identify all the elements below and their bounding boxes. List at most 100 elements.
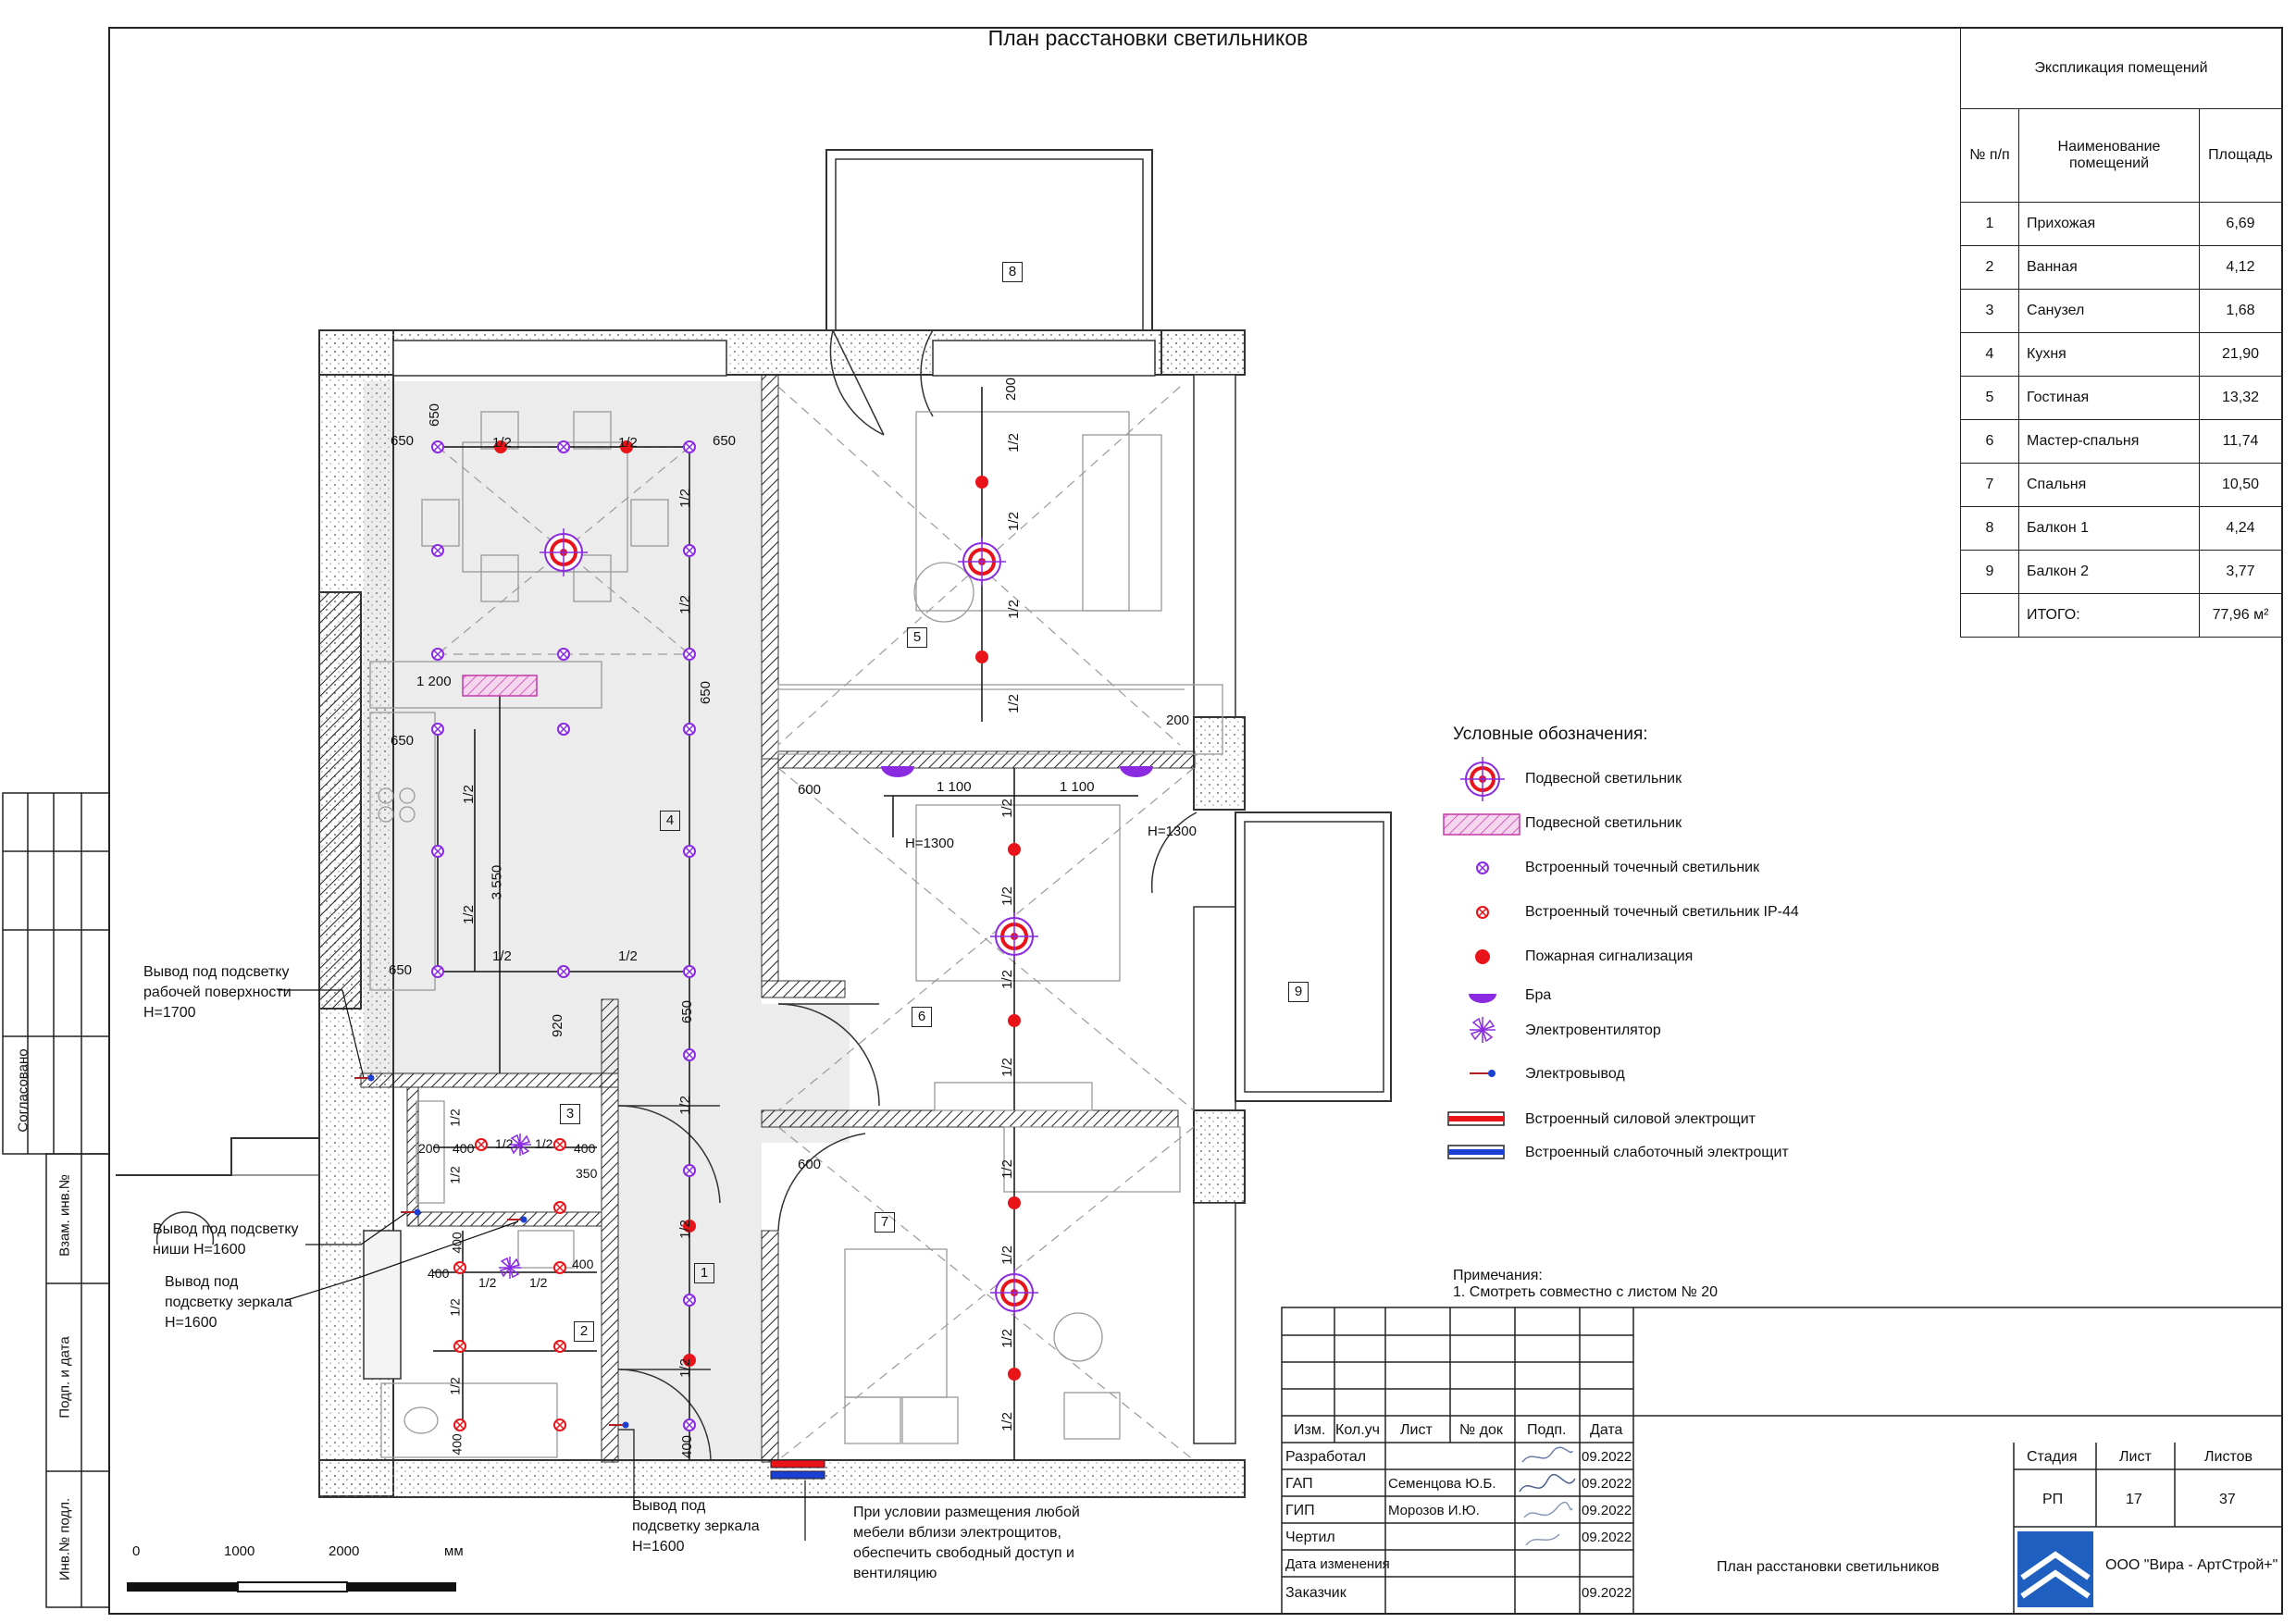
stamp-h-izm: Изм. <box>1294 1422 1326 1438</box>
electrical-outlet-icon <box>622 1421 629 1429</box>
scale-tick-2000: 2000 <box>329 1543 360 1559</box>
recessed-spot-icon <box>431 544 444 557</box>
dim-text: 650 <box>427 403 443 427</box>
fire-alarm-icon <box>683 1220 696 1233</box>
recessed-spot-ip44-icon <box>553 1138 566 1151</box>
recessed-spot-ip44-icon <box>453 1261 466 1274</box>
fire-alarm-icon <box>975 476 988 489</box>
stamp-name: Семенцова Ю.Б. <box>1388 1476 1496 1492</box>
recessed-spot-icon <box>557 648 570 661</box>
legend-item-label: Встроенный точечный светильник <box>1525 860 1760 875</box>
dim-text: 650 <box>391 433 415 449</box>
row-num: 9 <box>1960 550 2019 594</box>
dim-text: 400 <box>572 1257 594 1271</box>
stamp-stage: РП <box>2042 1492 2064 1507</box>
legend-item-label: Бра <box>1525 987 1552 1003</box>
stamp-h-kol: Кол.уч <box>1335 1422 1380 1438</box>
dim-text: 650 <box>391 733 415 749</box>
row-name: Гостиная <box>2018 376 2200 420</box>
dim-text: 1 200 <box>416 674 452 689</box>
recessed-spot-icon <box>683 1048 696 1061</box>
exhaust-fan-icon <box>1470 1017 1496 1043</box>
recessed-spot-ip44-icon <box>553 1419 566 1431</box>
pendant-lamp-icon <box>990 912 1038 960</box>
row-area: 1,68 <box>2199 289 2282 333</box>
stamp-h-podp: Подп. <box>1527 1422 1567 1438</box>
dim-text: 1/2 <box>999 1245 1015 1265</box>
row-area: 6,69 <box>2199 202 2282 246</box>
legend-icons <box>1443 757 1520 1159</box>
window-east-1 <box>1193 374 1236 718</box>
legend-item-label: Встроенный силовой электрощит <box>1525 1111 1756 1127</box>
dim-text: 1/2 <box>676 1358 693 1378</box>
explication-caption: Экспликация помещений <box>1960 28 2282 109</box>
room-tag-7: 7 <box>875 1212 895 1233</box>
col-name: Наименование помещений <box>2018 108 2200 203</box>
fire-alarm-icon <box>1008 843 1021 856</box>
dim-text: 1/2 <box>447 1298 463 1317</box>
dim-text: 1 100 <box>937 779 972 795</box>
scale-tick-1000: 1000 <box>224 1543 255 1559</box>
dim-text: 1/2 <box>478 1275 497 1290</box>
col-num: № п/п <box>1960 108 2019 203</box>
pendant-lamp-icon <box>1460 757 1505 801</box>
dim-text: 3 550 <box>489 864 505 900</box>
stamp-date: 09.2022 <box>1582 1476 1632 1492</box>
dim-text: 1/2 <box>999 1159 1015 1179</box>
signatures <box>1519 1446 1576 1546</box>
pendant-linear-lamp-icon <box>1443 813 1520 836</box>
row-name: Балкон 2 <box>2018 550 2200 594</box>
dim-text: 1/2 <box>1005 600 1022 619</box>
company-logo <box>2017 1531 2093 1607</box>
fire-alarm-icon <box>1008 1368 1021 1381</box>
notes: Примечания: 1. Смотреть совместно с лист… <box>1453 1266 1718 1303</box>
page-title: План расстановки светильников <box>987 26 1309 50</box>
fire-alarm-icon <box>1008 1196 1021 1209</box>
dim-text: 1/2 <box>492 435 512 451</box>
stamp-sheets: 37 <box>2219 1492 2236 1507</box>
recessed-spot-icon <box>683 1164 696 1177</box>
recessed-spot-icon <box>683 1294 696 1307</box>
dim-text: 1/2 <box>676 1220 693 1239</box>
dim-text: 400 <box>428 1266 450 1281</box>
row-num: 6 <box>1960 419 2019 464</box>
dim-text: 1/2 <box>999 799 1015 818</box>
fire-alarm-icon <box>1008 1014 1021 1027</box>
row-area: 3,77 <box>2199 550 2282 594</box>
total-area: 77,96 м² <box>2199 593 2282 638</box>
recessed-spot-icon <box>557 440 570 453</box>
stamp-stage-header: Стадия <box>2027 1449 2078 1465</box>
recessed-spot-icon <box>431 845 444 858</box>
stamp-date: 09.2022 <box>1582 1585 1632 1601</box>
room-tag-4: 4 <box>660 811 680 831</box>
row-area: 21,90 <box>2199 332 2282 377</box>
pendant-lamp-icon <box>990 1269 1038 1317</box>
stamp-role: ГИП <box>1285 1503 1315 1518</box>
scale-tick-0: 0 <box>132 1543 141 1559</box>
recessed-spot-ip44-icon <box>553 1261 566 1274</box>
stamp-role: ГАП <box>1285 1476 1313 1492</box>
electrical-outlet-icon <box>367 1074 375 1082</box>
dim-text: 200 <box>418 1141 441 1156</box>
room-tag-8: 8 <box>1002 262 1023 282</box>
dim-text: 1/2 <box>1005 512 1022 531</box>
row-num: 1 <box>1960 202 2019 246</box>
row-name: Санузел <box>2018 289 2200 333</box>
recessed-spot-icon <box>557 723 570 736</box>
room-tag-5: 5 <box>907 627 927 648</box>
exhaust-fan-icon <box>509 1134 531 1156</box>
notes-line-1: 1. Смотреть совместно с листом № 20 <box>1453 1284 1719 1300</box>
notes-heading: Примечания: <box>1453 1268 1543 1283</box>
dim-text: 400 <box>449 1433 465 1456</box>
room-tag-3: 3 <box>560 1104 580 1124</box>
stamp-date: 09.2022 <box>1582 1530 1632 1545</box>
window-kitchen <box>392 340 727 377</box>
recessed-spot-ip44-icon <box>453 1419 466 1431</box>
